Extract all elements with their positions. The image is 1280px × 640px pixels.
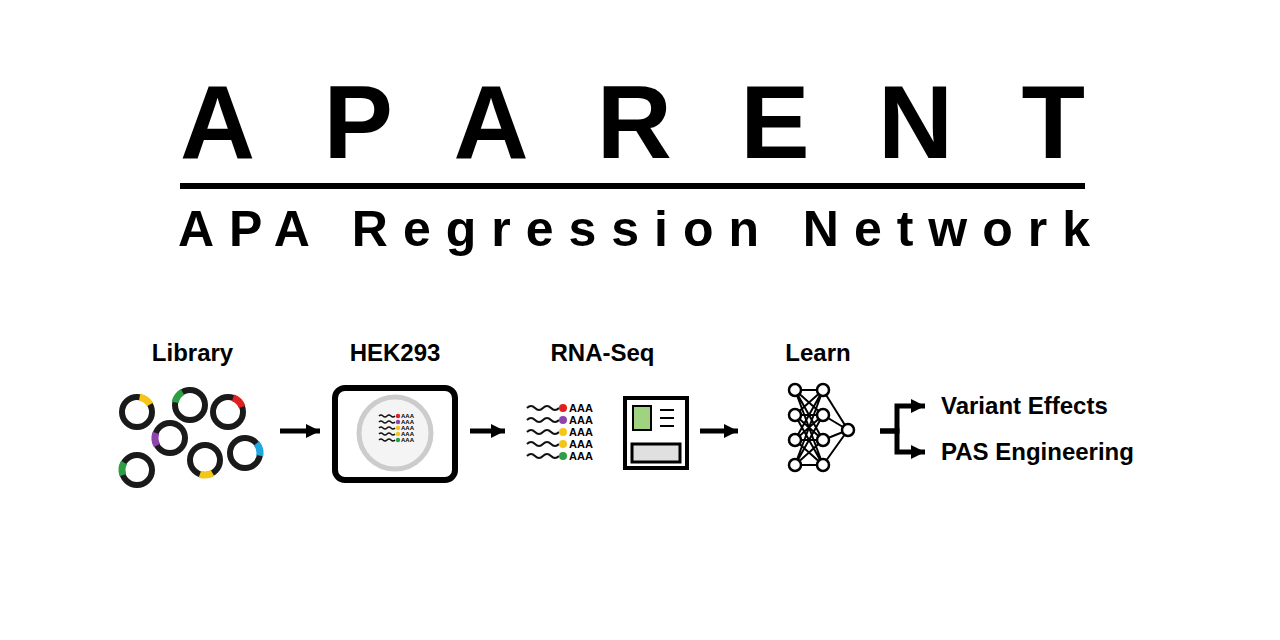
plasmid-ring <box>230 438 260 468</box>
flow-arrow <box>880 431 925 452</box>
read-tag <box>559 428 567 436</box>
read-tag <box>559 440 567 448</box>
read-line <box>527 430 559 434</box>
read-line <box>527 406 559 410</box>
plasmid-inserts <box>122 392 260 475</box>
neuron <box>817 459 829 471</box>
neuron <box>817 409 829 421</box>
plasmid-ring <box>190 445 220 475</box>
flow-arrow <box>470 429 505 434</box>
polya-tag: AAA <box>569 450 593 462</box>
node-label: Variant Effects <box>941 392 1165 421</box>
neuron <box>817 434 829 446</box>
read-line <box>527 418 559 422</box>
plasmid-insert <box>155 433 157 446</box>
plasmid-ring <box>155 423 185 453</box>
read-line <box>527 454 559 458</box>
polya-tag: AAA <box>569 426 593 438</box>
node-label: Library <box>105 339 280 368</box>
plasmid-ring <box>122 397 152 427</box>
polya-tag: AAA <box>569 414 593 426</box>
read-tag <box>396 420 400 424</box>
read-tag <box>559 404 567 412</box>
sequencer-lines <box>660 410 674 426</box>
read-tag <box>559 416 567 424</box>
polya-tag: AAA <box>401 419 414 426</box>
plasmid-insert <box>140 397 150 404</box>
culture-dish <box>335 388 455 480</box>
node-label: RNA-Seq <box>505 339 700 368</box>
plasmid-ring <box>175 390 205 420</box>
polya-tag: AAA <box>569 402 593 414</box>
plasmid-group <box>122 390 260 485</box>
seq-reads <box>527 406 559 458</box>
plasmid-ring <box>213 397 243 427</box>
sequencer-screen <box>633 406 651 430</box>
sequencer-body <box>625 398 687 468</box>
plasmid-insert <box>200 473 213 475</box>
polya-tag: AAA <box>401 437 414 444</box>
diagram-title: APARENT <box>180 70 1153 174</box>
plasmid-ring <box>122 455 152 485</box>
polya-tag: AAA <box>401 413 414 420</box>
read-tag <box>396 432 400 436</box>
node-label: PAS Engineering <box>941 438 1165 467</box>
stage-group: RNA-Seq <box>505 335 700 495</box>
cell-outline <box>359 397 431 469</box>
sequencer-tray <box>632 444 680 462</box>
plasmid-insert <box>175 392 182 402</box>
read-tag <box>396 414 400 418</box>
neuron <box>789 434 801 446</box>
node-label: HEK293 <box>320 339 470 368</box>
read-line <box>379 433 395 435</box>
read-line <box>527 442 559 446</box>
plasmid-insert <box>233 398 242 407</box>
stage-group: Library <box>105 335 280 495</box>
flow-arrow <box>700 429 738 434</box>
neuron <box>789 384 801 396</box>
polya-tag: AAA <box>401 431 414 438</box>
stage-group: Learn <box>738 335 880 495</box>
read-tag <box>396 426 400 430</box>
neuron <box>789 459 801 471</box>
flow-arrow <box>280 429 320 434</box>
cell-reads <box>379 415 395 441</box>
read-line <box>379 415 395 417</box>
plasmid-insert <box>257 443 261 455</box>
title-rule <box>180 183 1085 189</box>
read-line <box>379 427 395 429</box>
output-box: PAS Engineering <box>925 434 1165 471</box>
polya-tag: AAA <box>401 425 414 432</box>
neuron <box>842 424 854 436</box>
read-line <box>379 439 395 441</box>
network-neurons <box>789 384 854 471</box>
network-weights <box>795 390 848 465</box>
flow-arrow <box>880 406 925 431</box>
polya-tag: AAA <box>569 438 593 450</box>
subtitle: APA Regression Network <box>178 204 1105 254</box>
output-box: Variant Effects <box>925 388 1165 425</box>
read-tag <box>559 452 567 460</box>
plasmid-insert <box>122 463 124 476</box>
read-line <box>379 421 395 423</box>
neuron <box>817 384 829 396</box>
neuron <box>789 409 801 421</box>
read-tag <box>396 438 400 442</box>
stage-group: HEK293 <box>320 335 470 495</box>
node-label: Learn <box>756 339 880 368</box>
